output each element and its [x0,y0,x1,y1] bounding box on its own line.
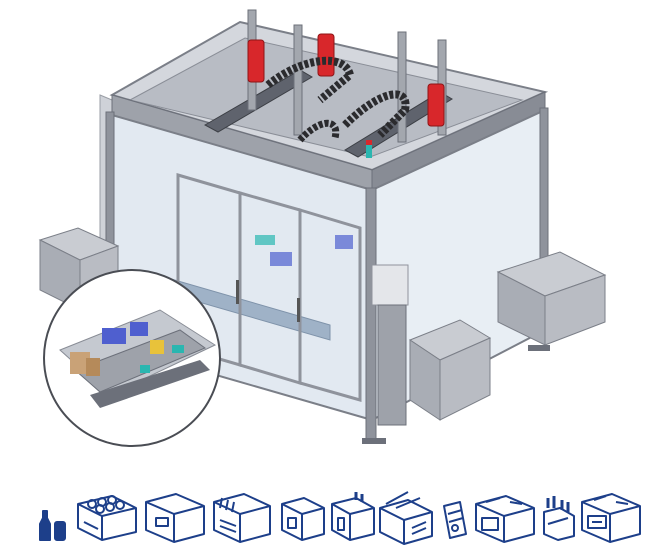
servo-motor-3 [427,83,445,127]
tray-carton-icon [475,495,535,543]
basket-carrier-icon [543,496,575,541]
gantry-beam-left [203,69,313,133]
plain-carton-icon [145,493,205,543]
cable-chain-2 [342,90,410,138]
cable-chain-1 [265,56,355,104]
package-format-icons [39,491,641,545]
crate-with-bottles-icon [213,493,271,543]
vertical-post-3 [397,31,407,143]
open-flap-carton-icon [379,491,433,545]
foot-2 [528,345,550,351]
internal-cyan-component [255,235,275,245]
signal-light-red [366,140,372,145]
display-crate-icon [581,493,641,543]
corner-post-front [365,187,377,441]
packaging-machine-illustration [38,9,607,447]
servo-motor-1 [247,39,265,83]
control-cabinet [371,264,409,306]
cabinet-stand [377,304,407,426]
front-perforated-guard [408,319,492,421]
vertical-post-2 [293,24,303,136]
shrink-pack-icon [443,501,467,539]
right-perforated-guard [496,251,607,346]
door-handle-1 [236,280,239,304]
detail-inset [43,269,221,447]
internal-blue-component-1 [270,252,292,266]
internal-blue-component-2 [335,235,353,249]
signal-light [366,140,372,158]
foot-1 [362,438,386,444]
bottle-and-can-icon [39,510,66,541]
tray-with-cans-icon [77,495,137,541]
door-frame-3 [298,207,362,402]
cable-chain-3 [297,119,340,143]
small-carton-icon [281,497,325,541]
carton-with-bottles-icon [331,492,375,541]
servo-motor-2 [317,33,335,77]
door-handle-2 [297,298,300,322]
